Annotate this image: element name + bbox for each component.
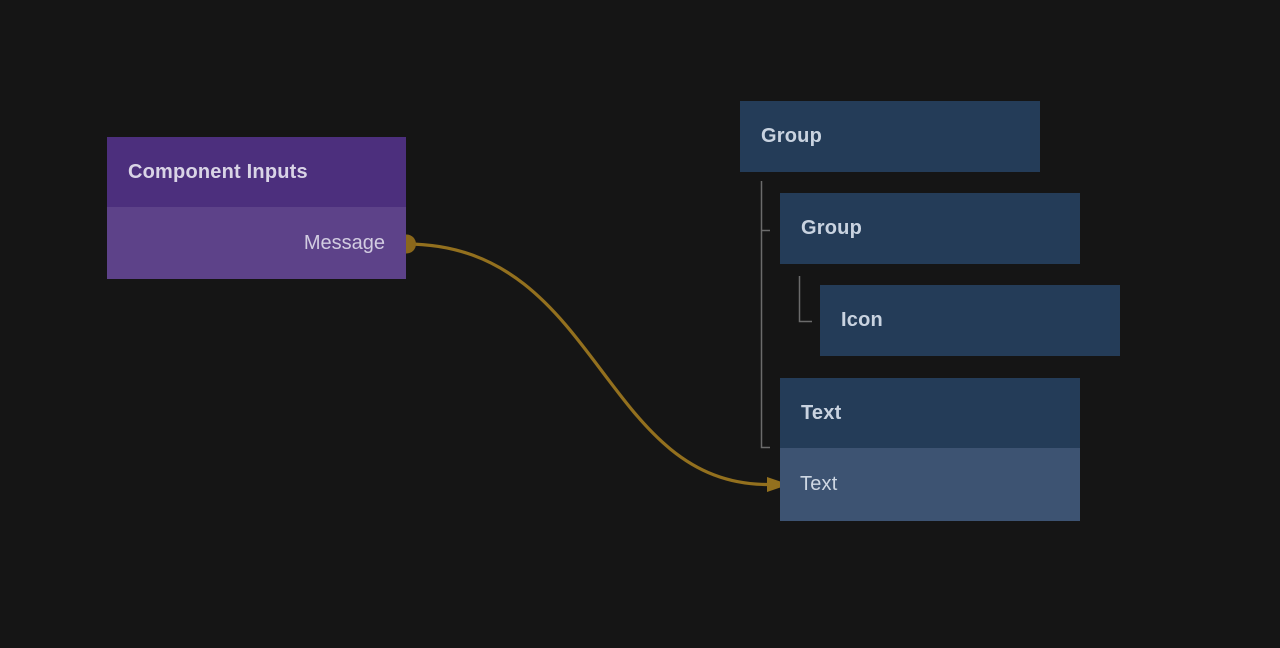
component-inputs-node[interactable]: Component Inputs Message <box>107 137 406 279</box>
tree-connector-line-group2-children <box>798 276 812 323</box>
tree-node-text[interactable]: Text Text <box>780 378 1080 521</box>
tree-node-icon[interactable]: Icon <box>820 285 1120 356</box>
tree-node-icon-label-row[interactable]: Icon <box>820 285 1120 356</box>
tree-node-label: Group <box>761 125 822 147</box>
component-inputs-node-header[interactable]: Component Inputs <box>107 137 406 207</box>
tree-node-group-1-label-row[interactable]: Group <box>740 101 1040 172</box>
tree-node-label: Icon <box>841 309 883 331</box>
message-output-label: Message <box>303 231 385 254</box>
tree-node-label: Text <box>801 401 842 424</box>
tree-node-label: Group <box>801 217 862 239</box>
component-inputs-node-title: Component Inputs <box>128 160 308 183</box>
tree-node-group-2[interactable]: Group <box>780 193 1080 264</box>
text-input-row-highlighted[interactable]: Text <box>780 448 1080 521</box>
tree-node-group-2-label-row[interactable]: Group <box>780 193 1080 264</box>
tree-node-group-1[interactable]: Group <box>740 101 1040 172</box>
text-input-label: Text <box>800 473 838 495</box>
connection-wire-message-to-text[interactable] <box>405 242 769 487</box>
message-output-row[interactable]: Message <box>107 207 406 279</box>
tree-connector-line-group1-children <box>760 181 770 449</box>
tree-node-text-label-row[interactable]: Text <box>780 378 1080 448</box>
